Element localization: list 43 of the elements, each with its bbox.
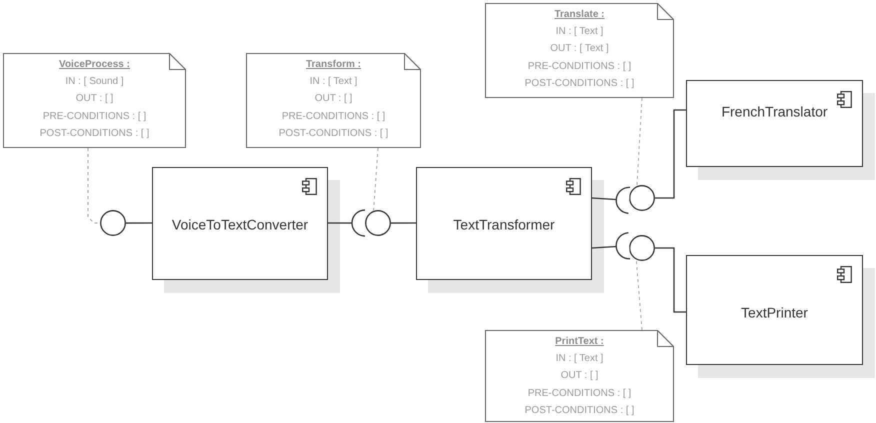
connector-line: [126, 222, 152, 224]
dashed-line: [88, 148, 100, 224]
note-text: IN : [ Sound ]: [65, 75, 124, 90]
uml-note: [485, 330, 674, 422]
note-text: IN : [ Text ]: [556, 352, 604, 366]
note-text: IN : [ Text ]: [556, 25, 604, 40]
note-text: POST-CONDITIONS : [ ]: [40, 126, 150, 141]
note-text: PRE-CONDITIONS : [ ]: [282, 110, 386, 124]
component-name: VoiceToTextConverter: [172, 216, 308, 234]
interface-circle: [629, 185, 655, 211]
component-name: FrenchTranslator: [721, 104, 828, 120]
note-text: OUT : [ Text ]: [550, 42, 609, 56]
uml-note: [3, 53, 186, 148]
note-text: PRE-CONDITIONS : [ ]: [528, 60, 632, 74]
socket-connector: [328, 209, 366, 237]
dashed-line: [636, 259, 642, 330]
note-text: IN : [ Text ]: [310, 75, 358, 90]
note-text: PRE-CONDITIONS : [ ]: [528, 386, 632, 401]
interface-circle: [365, 210, 391, 236]
component-name: TextPrinter: [741, 304, 808, 322]
socket-connector: [592, 232, 631, 260]
note-text: POST-CONDITIONS : [ ]: [524, 404, 634, 418]
note-title: VoiceProcess :: [59, 58, 130, 72]
interface-circle: [100, 210, 126, 236]
interface-circle: [629, 235, 655, 261]
connector-line: [655, 247, 686, 313]
note-text: PRE-CONDITIONS : [ ]: [42, 110, 146, 124]
note-text: OUT : [ ]: [314, 92, 352, 106]
note-title: Transform :: [306, 58, 361, 72]
uml-note: [246, 53, 421, 148]
connector-line: [391, 222, 416, 224]
note-title: PrintText :: [555, 335, 604, 349]
uml-note: [485, 3, 674, 98]
connector-line: [655, 109, 686, 199]
component-name: TextTransformer: [453, 216, 555, 234]
note-text: POST-CONDITIONS : [ ]: [524, 76, 634, 91]
note-text: OUT : [ ]: [560, 369, 598, 384]
note-text: OUT : [ ]: [76, 92, 114, 106]
dashed-line: [373, 148, 378, 212]
note-title: Translate :: [554, 8, 605, 22]
socket-connector: [592, 186, 631, 214]
dashed-line: [636, 98, 642, 187]
note-text: POST-CONDITIONS : [ ]: [278, 126, 388, 141]
